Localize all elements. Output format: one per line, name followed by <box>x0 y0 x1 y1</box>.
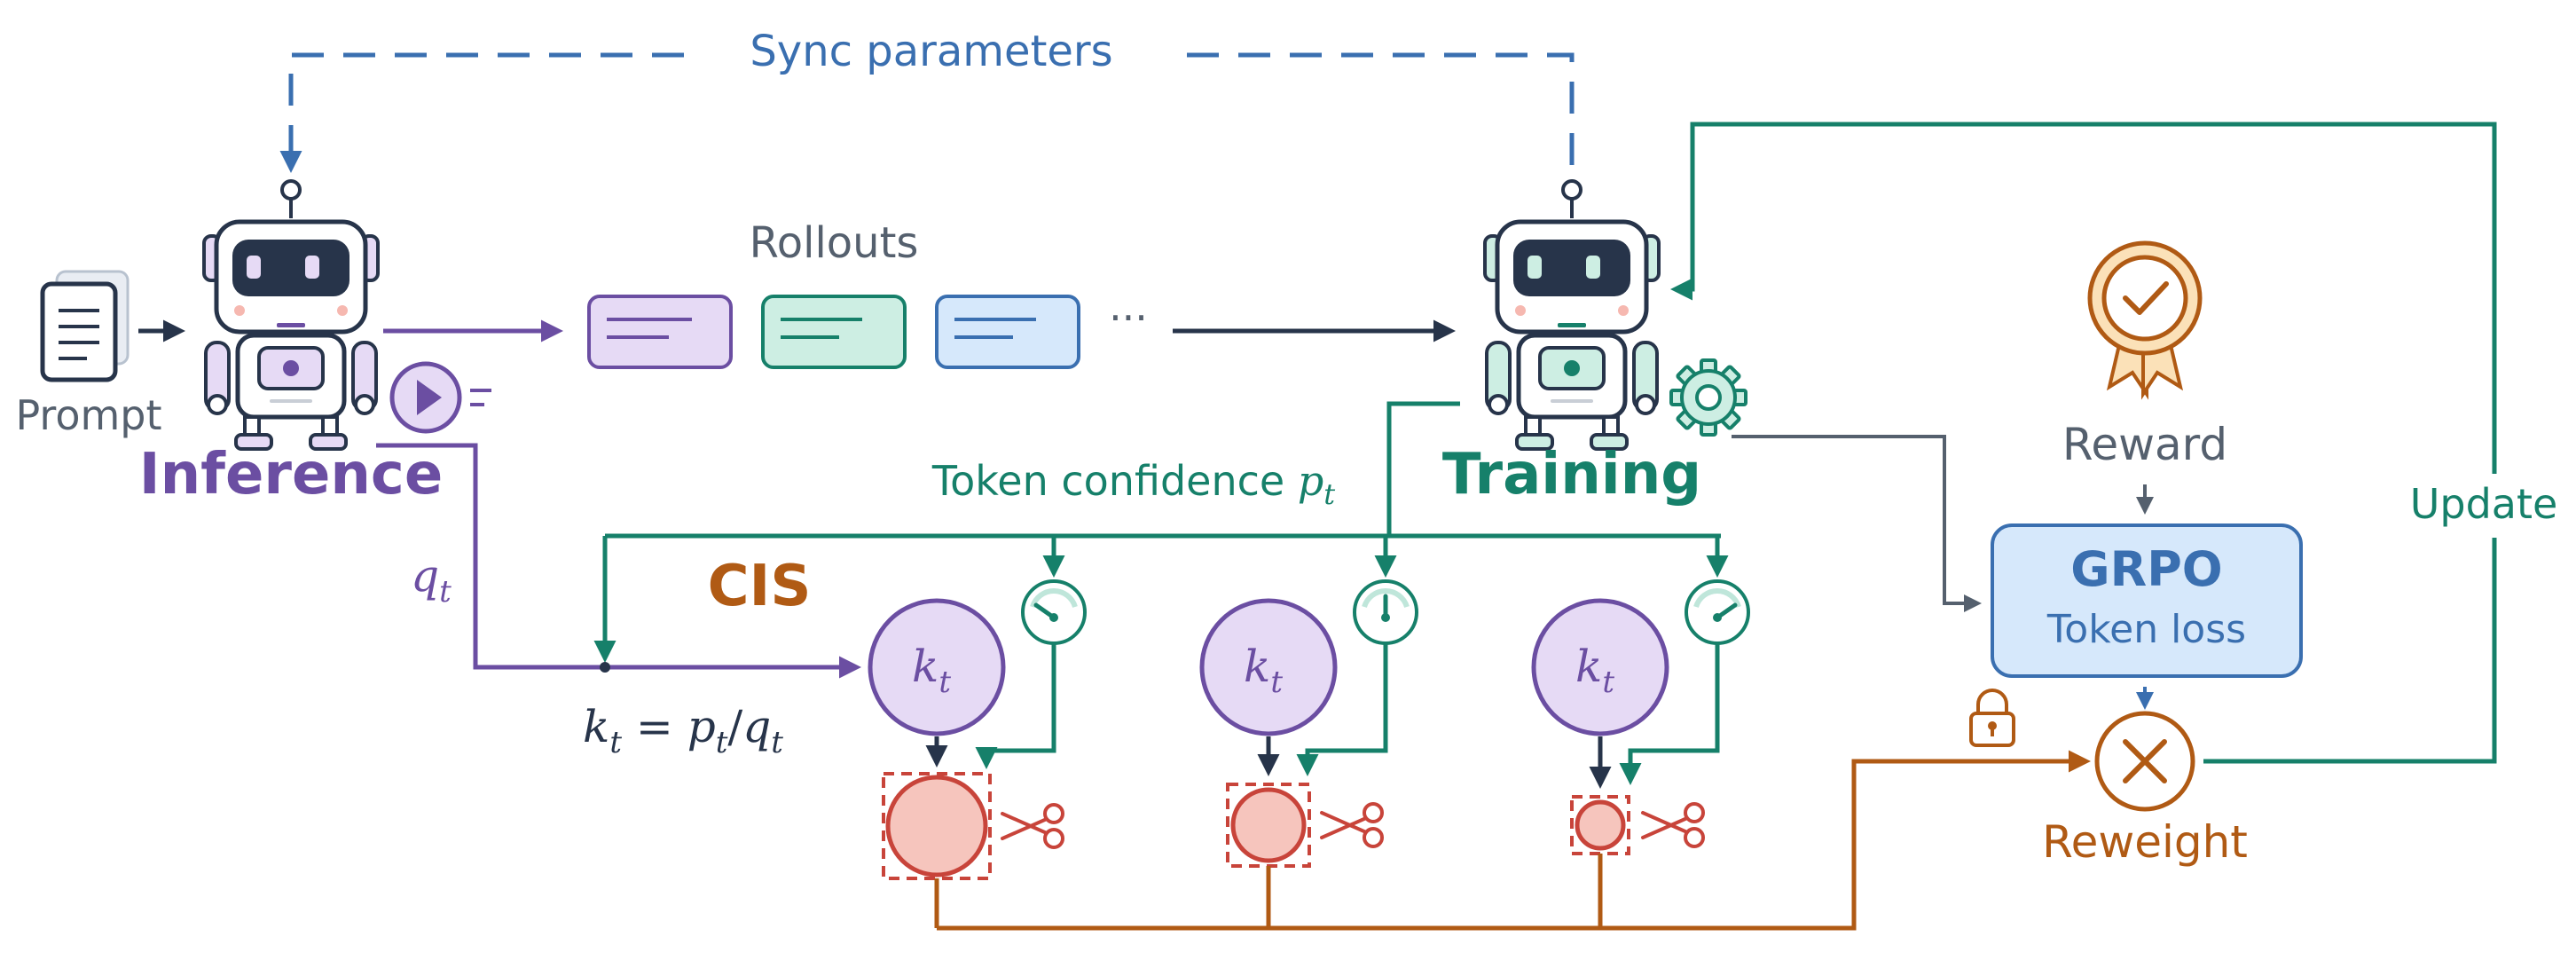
gauge-icon-3 <box>1686 581 1748 643</box>
clip-circle-1 <box>885 775 988 878</box>
q-label: qt <box>411 550 452 610</box>
clip-circle-2 <box>1230 787 1307 863</box>
k-label-2: kt <box>1244 641 1283 700</box>
formula-q-sub: t <box>771 725 783 760</box>
play-icon <box>389 361 491 434</box>
k-label-3: kt <box>1575 641 1614 700</box>
sync-parameters-label: Sync parameters <box>750 27 1112 76</box>
formula-slash: / <box>727 701 742 752</box>
rollouts-ellipsis: ··· <box>1109 294 1148 342</box>
update-label: Update <box>2410 480 2558 528</box>
weights-to-reweight-line <box>937 750 2091 931</box>
k-circle-3 <box>1531 598 1669 736</box>
scissors-icon-2 <box>1320 802 1384 848</box>
token-confidence-text: Token confidence <box>931 457 1298 505</box>
clip-box-1 <box>882 772 992 880</box>
training-to-bus-line <box>1386 401 1460 536</box>
award-icon <box>2087 240 2203 400</box>
reward-label: Reward <box>2062 419 2227 470</box>
cis-unit-2: kt <box>1199 581 1417 928</box>
k-circle-1 <box>868 598 1006 736</box>
update-label-bg <box>2411 474 2576 538</box>
clip-circle-3 <box>1575 799 1626 851</box>
token-confidence-label: Token confidence pt <box>931 457 1335 511</box>
ratio-formula: kt = pt/qt <box>583 701 783 760</box>
scissors-icon-1 <box>1001 803 1064 849</box>
update-loop-line <box>1670 122 2497 764</box>
k-symbol-2: k <box>1244 641 1270 692</box>
k-label-1: kt <box>912 641 951 700</box>
merge-junction <box>600 662 610 673</box>
k-subscript-3: t <box>1602 665 1614 700</box>
rollout-card-purple <box>587 295 733 369</box>
gauge-icon-1 <box>1023 581 1085 643</box>
k-subscript-2: t <box>1270 665 1283 700</box>
grpo-title: GRPO <box>2070 541 2222 597</box>
rollouts-label: Rollouts <box>750 218 919 268</box>
formula-eq: = <box>622 701 687 752</box>
k-symbol-1: k <box>912 641 939 692</box>
rollout-card-green <box>761 295 907 369</box>
cis-unit-1: kt <box>868 581 1085 928</box>
scissors-icon-3 <box>1641 802 1705 848</box>
inference-label: Inference <box>139 442 444 508</box>
inference-q-line <box>376 443 861 679</box>
cis-label: CIS <box>708 554 812 619</box>
q-symbol: q <box>411 550 439 602</box>
formula-p-sub: t <box>716 725 728 760</box>
robot-icon-inference <box>204 181 378 449</box>
rollout-card-blue <box>935 295 1080 369</box>
multiply-icon <box>2094 711 2195 812</box>
gauge-to-clip-1 <box>975 643 1056 769</box>
q-subscript: t <box>439 574 452 610</box>
formula-k: k <box>583 701 609 752</box>
formula-p: p <box>687 701 716 752</box>
reweight-label: Reweight <box>2042 816 2248 868</box>
training-label: Training <box>1442 442 1701 508</box>
prompt-label: Prompt <box>15 391 161 439</box>
sync-dashed-line-right <box>1187 52 1575 182</box>
formula-q: q <box>742 701 771 752</box>
formula-k-sub: t <box>609 725 622 760</box>
token-loss-label: Token loss <box>2046 607 2246 652</box>
k-symbol-3: k <box>1575 641 1602 692</box>
cis-unit-3: kt <box>1531 581 1748 928</box>
token-confidence-subscript: t <box>1323 477 1335 511</box>
k-subscript-1: t <box>939 665 951 700</box>
k-circle-2 <box>1199 598 1338 736</box>
gauge-to-clip-3 <box>1619 643 1720 785</box>
grpo-box <box>1991 523 2303 678</box>
robot-icon-training <box>1485 181 1659 449</box>
gauge-to-clip-2 <box>1296 643 1388 776</box>
token-confidence-symbol: p <box>1298 457 1323 505</box>
sync-dashed-line <box>279 52 684 173</box>
document-icon <box>40 270 130 382</box>
lock-icon <box>1969 689 2015 747</box>
gear-icon <box>1669 358 1747 437</box>
training-to-grpo-line <box>1732 435 1982 612</box>
gauge-icon-2 <box>1355 581 1417 643</box>
